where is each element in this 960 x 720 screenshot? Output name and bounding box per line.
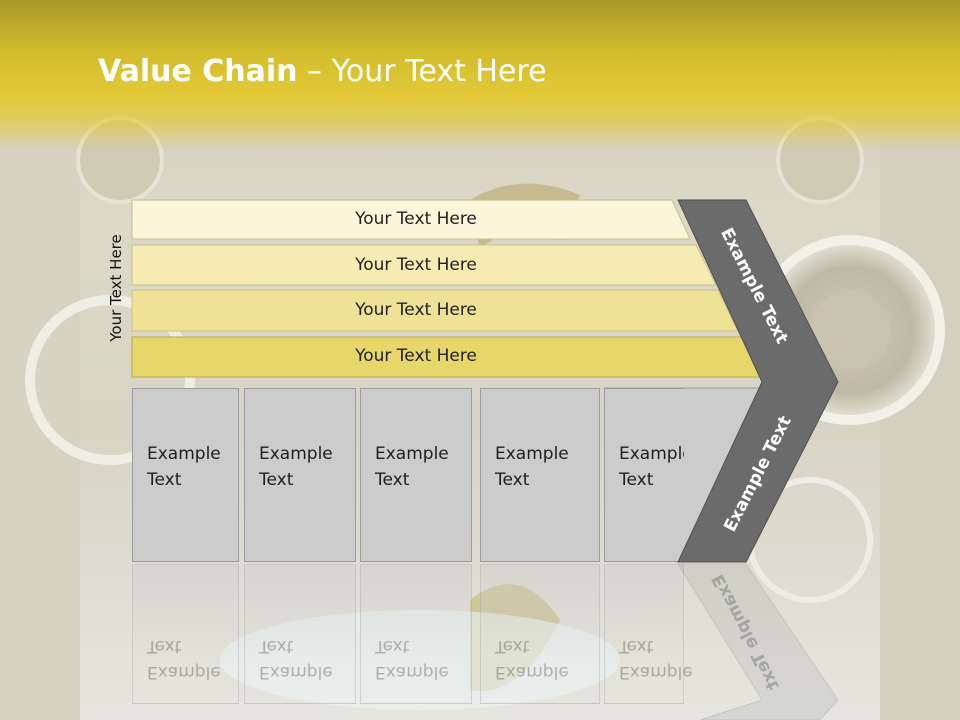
title-rest: – Your Text Here — [297, 54, 547, 89]
activity-box-3-label: Example Text — [375, 444, 449, 490]
activity-box-2-label: Example Text — [259, 444, 333, 490]
activity-box-5: Example Text — [604, 388, 693, 562]
band-shape-2 — [131, 244, 717, 286]
activity-box-3-reflection: Example Text — [360, 564, 472, 704]
activity-box-2: Example Text — [244, 388, 356, 562]
activity-box-1: Example Text — [132, 388, 239, 562]
band-1-label: Your Text Here — [355, 209, 477, 229]
band-2-label: Your Text Here — [355, 255, 477, 275]
activity-box-2-reflection: Example Text — [244, 564, 356, 704]
activity-box-4-reflection: Example Text — [480, 564, 600, 704]
band-1: Your Text Here — [132, 200, 700, 238]
activity-box-4: Example Text — [480, 388, 600, 562]
band-2: Your Text Here — [132, 246, 700, 284]
slide-title: Value Chain – Your Text Here — [98, 54, 547, 89]
activity-box-1-label: Example Text — [147, 444, 221, 490]
header-band — [0, 0, 960, 150]
chevron-reflection — [677, 563, 839, 720]
title-bold: Value Chain — [98, 54, 298, 89]
chevron-shape — [677, 199, 839, 563]
band-3: Your Text Here — [132, 291, 700, 329]
activity-box-3: Example Text — [360, 388, 472, 562]
activity-box-5-reflection: Example Text — [604, 564, 693, 704]
activity-box-4-label: Example Text — [495, 444, 569, 490]
activity-box-1-reflection: Example Text — [132, 564, 239, 704]
band-4-label: Your Text Here — [355, 346, 477, 366]
activity-box-5-label: Example Text — [619, 444, 693, 490]
band-3-label: Your Text Here — [355, 300, 477, 320]
band-4: Your Text Here — [132, 337, 700, 375]
band-shape-1 — [131, 199, 691, 240]
